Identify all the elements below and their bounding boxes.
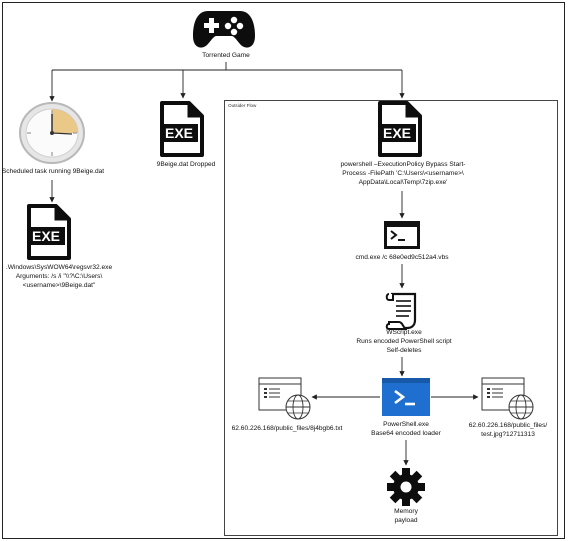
clock-icon <box>18 101 86 165</box>
powershell-cmd-line-2: Process -FilePath 'C:\Users\<username>\ <box>342 170 464 177</box>
exe-file-icon: EXE <box>26 203 72 261</box>
left-url-label: 62.60.226.168/public_files/8j4bgb6.txt <box>231 425 343 432</box>
gamepad-icon <box>192 6 256 50</box>
root-label: Torrented Game <box>202 52 250 59</box>
svg-text:EXE: EXE <box>32 228 60 244</box>
dropped-label: 9Beige.dat Dropped <box>156 161 216 168</box>
payload-line-2: payload <box>394 517 418 524</box>
exe-file-icon: EXE <box>377 100 423 158</box>
powershell-icon <box>382 378 430 416</box>
payload-line-1: Memory <box>394 508 418 515</box>
web-globe-icon <box>481 377 537 421</box>
loader-line-2: Base64 encoded loader <box>371 430 441 437</box>
powershell-cmd-line-3: AppData\Local\Temp\7zip.exe' <box>358 179 448 186</box>
outsider-flow-label: Outsider Flow <box>228 103 257 108</box>
regsvr-line-3: <username>\9Beige.dat" <box>22 282 96 289</box>
regsvr-line-2: Arguments: /s /i "\\?\C:\Users\ <box>15 273 103 280</box>
powershell-cmd-line-1: powershell –ExecutionPolicy Bypass Start… <box>340 161 466 168</box>
gear-icon <box>386 467 426 507</box>
wscript-line-2: Runs encoded PowerShell script <box>356 338 452 345</box>
svg-text:EXE: EXE <box>165 125 193 141</box>
exe-file-icon: EXE <box>159 100 205 158</box>
scheduled-task-label: Scheduled task running 9Beige.dat <box>1 168 105 175</box>
svg-text:EXE: EXE <box>383 125 411 141</box>
wscript-line-1: WScript.exe <box>386 329 422 336</box>
scroll-icon <box>385 290 421 330</box>
right-url-line-1: 62.60.226.168/public_files/ <box>468 422 548 429</box>
regsvr-line-1: .Windows\SysWOW64\regsvr32.exe <box>5 264 113 271</box>
right-url-line-2: test.jpg?12711313 <box>481 431 535 438</box>
terminal-icon <box>383 220 421 250</box>
web-globe-icon <box>258 377 314 421</box>
loader-line-1: PowerShell.exe <box>383 421 429 428</box>
outsider-flow-box: Outsider Flow <box>224 100 558 536</box>
wscript-line-3: Self-deletes <box>386 347 422 354</box>
cmd-label: cmd.exe /c 68e0ed9c512a4.vbs <box>355 254 449 261</box>
